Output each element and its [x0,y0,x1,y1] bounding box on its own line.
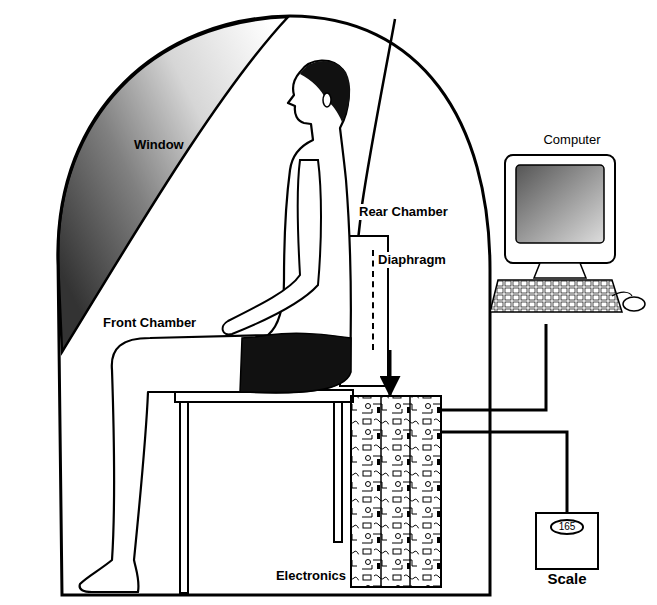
node-title: Diaphragm [374,252,449,268]
monitor-stand [534,263,586,278]
mouse [623,297,645,311]
node-title: 165 [550,519,585,535]
seat-leg [334,402,342,542]
signal-wire [442,432,567,512]
circuit-board [352,397,440,586]
board-divider [380,397,382,586]
scale-box: 165Scale [535,512,599,570]
monitor [505,155,615,263]
hair [300,61,350,122]
person [80,60,351,592]
part-label: Window [132,137,186,153]
node-title: Computer [486,132,657,148]
computer-unit: Computer [486,132,657,324]
part-label: Front Chamber [101,315,198,331]
window-pane [58,17,288,352]
signal-wire [442,324,546,410]
keyboard [490,280,622,312]
part-label: Rear Chamber [357,204,450,220]
pod-shell [58,16,490,595]
ear [323,93,331,107]
mouse-cable [612,292,632,296]
monitor-screen [516,165,604,243]
seat-leg [180,402,188,593]
electronics-box: Electronics [350,395,442,588]
board-divider [409,397,411,586]
arm [223,160,321,335]
shorts [240,333,351,392]
node-caption: Scale [547,570,586,588]
signal-wire [389,350,392,395]
diaphragm-panel: Diaphragm [372,250,455,350]
node-title: Electronics [276,568,346,584]
